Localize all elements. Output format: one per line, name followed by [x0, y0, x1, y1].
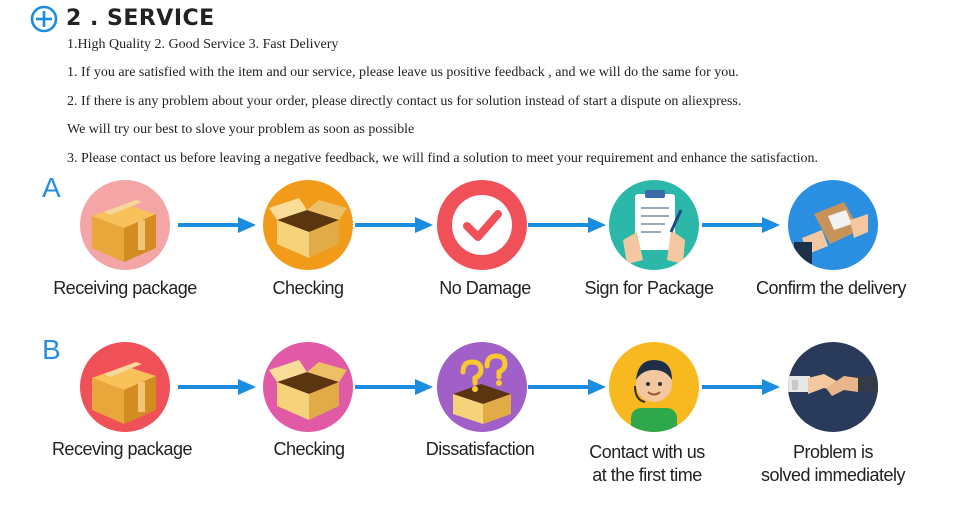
flow-b-letter: B: [42, 334, 61, 365]
step-label: Receving package: [51, 439, 193, 459]
step-label: Confirm the delivery: [755, 278, 907, 298]
customer-support-icon: [609, 342, 699, 432]
receiving-package-icon: [80, 180, 170, 270]
step-label: Contact with us at the first time: [589, 442, 705, 485]
service-line-3: We will try our best to slove your probl…: [67, 122, 415, 137]
arrow-right-icon: [528, 217, 606, 233]
sign-document-icon: [609, 180, 699, 270]
arrow-right-icon: [528, 379, 606, 395]
service-summary: 1.High Quality 2. Good Service 3. Fast D…: [67, 37, 339, 52]
flow-a-letter: A: [42, 172, 61, 203]
step-label: Checking: [273, 439, 345, 459]
checking-box-icon: [263, 180, 353, 270]
step-label: No Damage: [439, 278, 531, 298]
question-box-icon: [437, 342, 527, 432]
arrow-right-icon: [702, 379, 780, 395]
step-label: Checking: [272, 278, 344, 298]
service-line-4: 3. Please contact us before leaving a ne…: [67, 151, 819, 166]
checking-box-icon: [263, 342, 353, 432]
arrow-right-icon: [355, 379, 433, 395]
service-line-1: 1. If you are satisfied with the item an…: [67, 65, 739, 80]
section-title: 2 . SERVICE: [66, 6, 215, 31]
arrow-right-icon: [355, 217, 433, 233]
check-mark-icon: [437, 180, 527, 270]
service-line-2: 2. If there is any problem about your or…: [67, 94, 742, 109]
arrow-right-icon: [178, 379, 256, 395]
step-label: Receiving package: [53, 278, 197, 298]
handshake-icon: [788, 342, 878, 432]
receiving-package-icon: [80, 342, 170, 432]
step-label: Dissatisfaction: [425, 439, 535, 459]
delivery-handover-icon: [788, 180, 878, 270]
step-label: Problem is solved immediately: [760, 442, 906, 485]
arrow-right-icon: [702, 217, 780, 233]
step-label: Sign for Package: [584, 278, 714, 298]
arrow-right-icon: [178, 217, 256, 233]
plus-circle-icon: [30, 5, 58, 33]
